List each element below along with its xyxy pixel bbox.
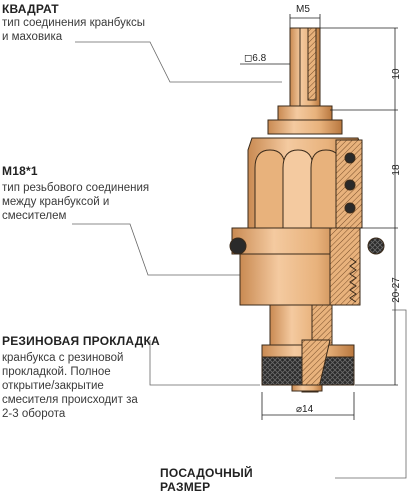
collar-ring [267,119,343,135]
annotation-kvadrat: КВАДРАТ тип соединения кранбуксы и махов… [2,2,145,44]
leader-seat [335,309,407,479]
gasket-line-5: 2-3 оборота [2,408,66,420]
oring-top [344,152,356,164]
dim-square: ◻6.8 [244,53,267,64]
gasket [261,339,355,393]
thread-line-3: смесителем [2,210,67,222]
leader-thread [72,223,240,276]
leader-gasket [149,340,260,386]
stem-screw-hatch [307,27,317,101]
thread-teeth [349,257,357,303]
thread-section [229,227,385,306]
gasket-line-2: прокладкой. Полное [2,366,111,378]
oring-left [229,237,247,255]
kvadrat-title: КВАДРАТ [2,2,59,16]
annotation-gasket: РЕЗИНОВАЯ ПРОКЛАДКА кранбукса с резиново… [2,334,160,421]
kvadrat-line-1: тип соединения кранбуксы [2,17,146,29]
lower-neck [269,304,333,346]
leader-kvadrat [75,41,282,83]
collar-top [277,105,333,121]
collar [267,105,343,135]
gasket-line-1: кранбукса с резиновой [2,352,124,364]
annotation-thread: М18*1 тип резьбового соединения между кр… [2,164,149,223]
thread-line-2: между кранбуксой и [2,196,110,208]
stem [289,27,321,111]
dimensions: M5 ◻6.8 10 18 20-27 ⌀14 [240,4,402,420]
lobe-left [254,149,286,229]
leader-lines [72,41,407,479]
seat-line-2: РАЗМЕР [160,480,211,494]
dim-20-27: 20-27 [391,277,402,303]
gasket-line-4: смесителя происходит за [2,394,138,406]
oring-mid [344,179,356,191]
main-body [247,137,363,229]
valve-tip [291,384,323,392]
lobe-mid [282,149,314,229]
valve-hatch [301,339,331,393]
thread-title: М18*1 [2,164,38,178]
dim-d14: ⌀14 [296,404,314,415]
oring-low [344,202,356,214]
dim-10: 10 [391,68,402,80]
oring-right [367,237,385,255]
annotation-seat: ПОСАДОЧНЫЙ РАЗМЕР [160,466,253,494]
dim-m5: M5 [296,4,310,15]
neck-hatch [311,304,333,346]
seat-line-1: ПОСАДОЧНЫЙ [160,466,253,480]
gasket-line-3: открытие/закрытие [2,380,104,392]
gasket-title: РЕЗИНОВАЯ ПРОКЛАДКА [2,334,160,348]
thread-line-1: тип резьбового соединения [2,182,150,194]
kvadrat-line-2: и маховика [2,31,63,43]
dim-18: 18 [391,164,402,176]
section-hatch-lower [329,227,361,306]
